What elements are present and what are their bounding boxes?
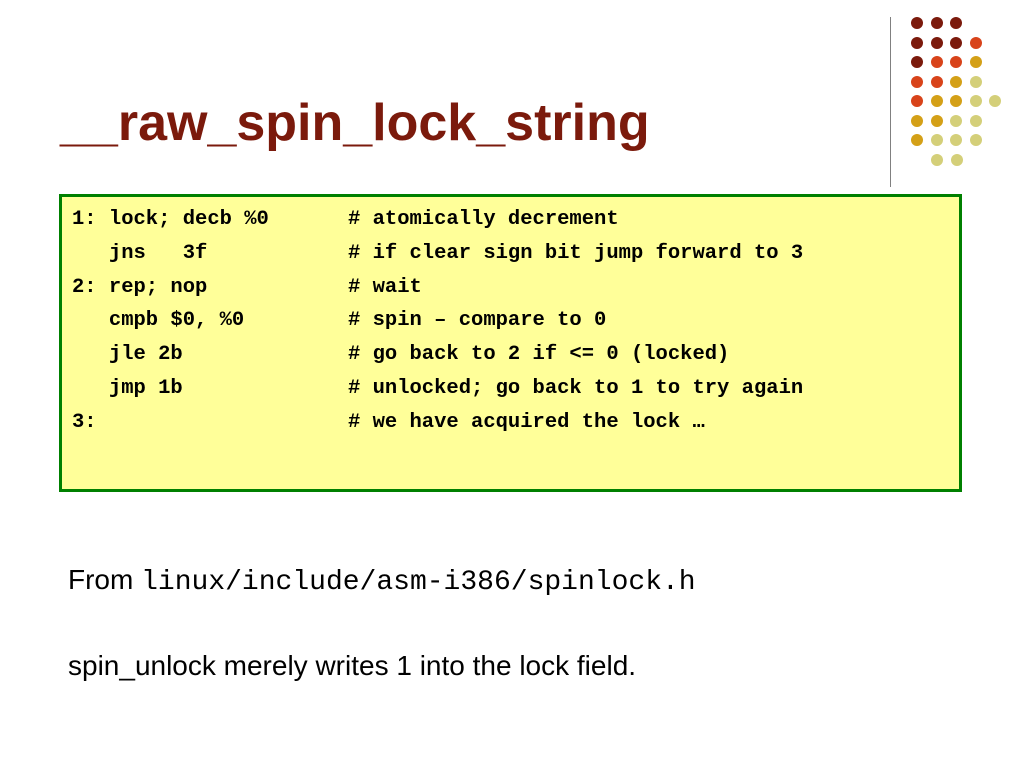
decorative-dot xyxy=(911,114,923,127)
code-line: 1: lock; decb %0 # atomically decrement xyxy=(72,203,959,237)
code-instruction: jns 3f xyxy=(72,241,208,265)
slide-title: __raw_spin_lock_string xyxy=(60,94,650,152)
decorative-dot xyxy=(950,56,962,68)
code-line: jle 2b # go back to 2 if <= 0 (locked) xyxy=(72,338,959,372)
decorative-dot xyxy=(950,36,962,49)
code-instruction: cmpb $0, %0 xyxy=(72,309,245,333)
decorative-dot xyxy=(911,36,923,49)
source-file-path: linux/include/asm-i386/spinlock.h xyxy=(141,567,696,598)
code-line: 3: # we have acquired the lock … xyxy=(72,406,959,440)
code-line: 2: rep; nop # wait xyxy=(72,271,959,305)
code-line: jmp 1b # unlocked; go back to 1 to try ag… xyxy=(72,372,959,406)
decorative-dot xyxy=(930,36,943,49)
decorative-dot xyxy=(950,95,962,107)
code-line: cmpb $0, %0 # spin – compare to 0 xyxy=(72,304,959,338)
code-block: 1: lock; decb %0 # atomically decrement j… xyxy=(59,194,962,492)
decorative-dot xyxy=(930,56,943,68)
decorative-dot xyxy=(911,17,923,29)
code-line: jns 3f # if clear sign bit jump forward t… xyxy=(72,237,959,271)
code-comment: # atomically decrement xyxy=(348,208,619,231)
decorative-dot xyxy=(911,134,923,146)
decorative-dot xyxy=(930,95,943,107)
decorative-dot xyxy=(969,36,982,49)
unlock-note: spin_unlock merely writes 1 into the loc… xyxy=(68,650,637,681)
decorative-dot xyxy=(930,134,943,146)
decorative-dot xyxy=(950,75,962,88)
decorative-dot xyxy=(911,95,923,107)
code-comment: # if clear sign bit jump forward to 3 xyxy=(348,241,804,265)
code-comment: # we have acquired the lock … xyxy=(348,410,705,434)
decorative-dot xyxy=(950,134,962,146)
code-instruction: 2: rep; nop xyxy=(72,275,208,299)
decorative-dot xyxy=(931,153,943,166)
code-instruction: 1: lock; decb %0 xyxy=(72,208,269,231)
decorative-dot xyxy=(969,114,982,127)
decorative-dot xyxy=(989,95,1001,107)
code-comment: # go back to 2 if <= 0 (locked) xyxy=(348,343,730,367)
decorative-dot xyxy=(950,17,962,29)
decorative-dot xyxy=(969,56,982,68)
decorative-dot xyxy=(930,75,943,88)
code-instruction: jle 2b xyxy=(72,343,183,367)
decorative-dot xyxy=(911,56,923,68)
decorative-dot xyxy=(950,114,962,127)
decorative-dot xyxy=(969,75,982,88)
decorative-dot xyxy=(969,134,982,146)
code-comment: # wait xyxy=(348,275,422,299)
code-comment: # spin – compare to 0 xyxy=(348,309,607,333)
decorative-dot xyxy=(930,114,943,127)
code-instruction: 3: xyxy=(72,410,97,434)
source-prefix: From xyxy=(68,564,142,595)
decorative-dot xyxy=(950,153,963,166)
title-divider xyxy=(890,17,891,187)
decorative-dot xyxy=(930,17,943,29)
code-instruction: jmp 1b xyxy=(72,376,183,400)
source-reference: From linux/include/asm-i386/spinlock.h xyxy=(68,560,696,603)
code-comment: # unlocked; go back to 1 to try again xyxy=(348,376,804,400)
decorative-dot xyxy=(911,75,923,88)
decorative-dot xyxy=(969,95,982,107)
